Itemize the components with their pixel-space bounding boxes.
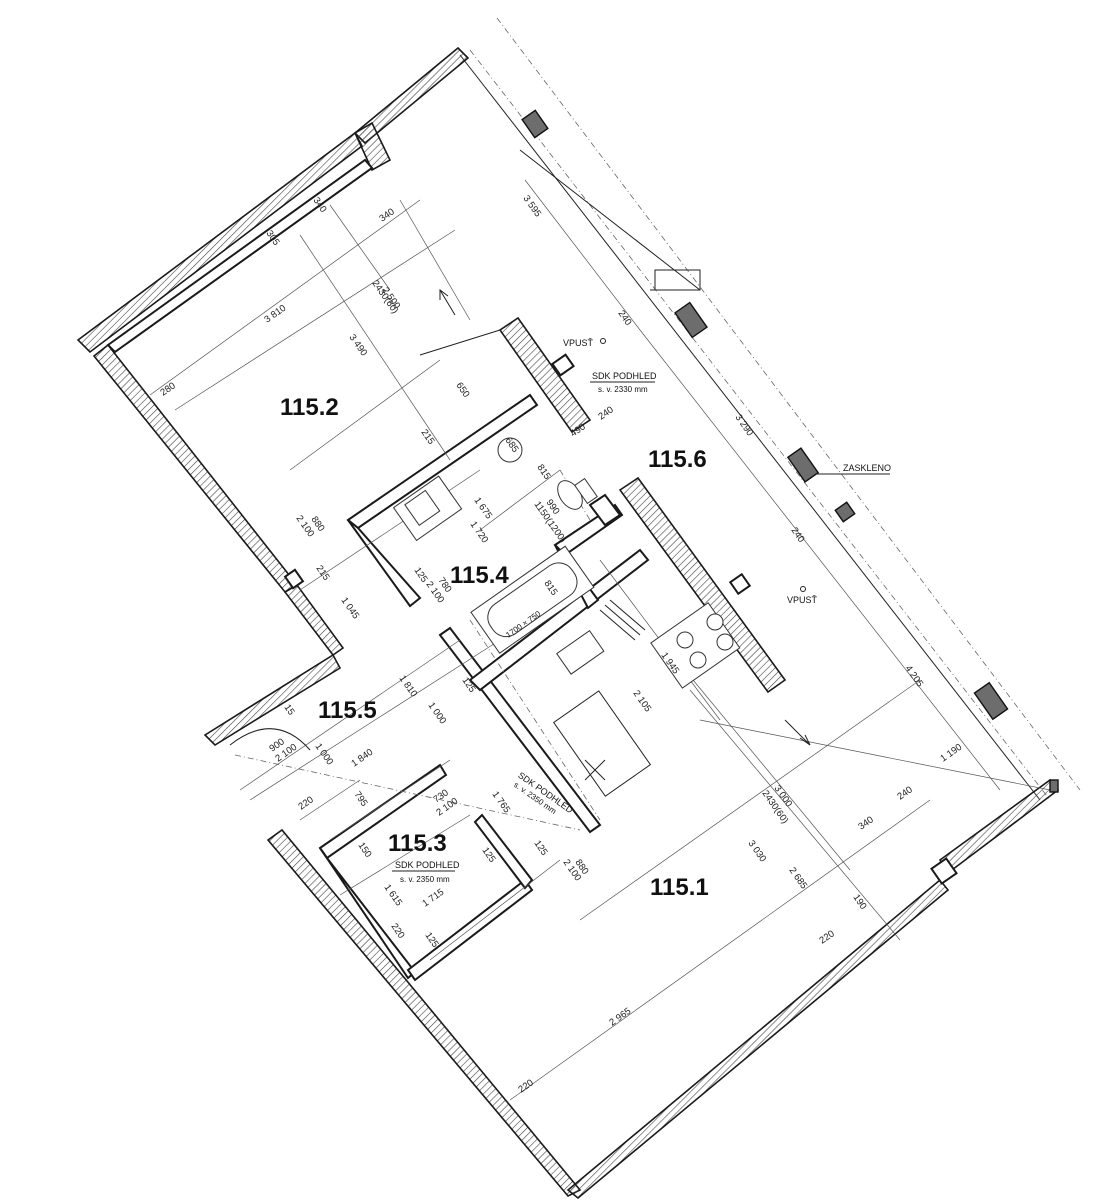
kitchen-counter-sink	[556, 630, 605, 675]
room-label-115-1: 115.1	[650, 874, 709, 901]
note-zaskleno: ZASKLENO	[843, 463, 891, 473]
exterior-walls	[76, 46, 1060, 1200]
note-sdk-1-title: SDK PODHLED	[592, 371, 657, 381]
room-label-115-5: 115.5	[318, 697, 377, 724]
dim-label: 340	[377, 206, 396, 224]
dim-label: 1 715	[420, 887, 446, 910]
dim-label: 650	[454, 380, 472, 399]
pillar	[521, 109, 549, 139]
dim-label: 340	[856, 814, 875, 832]
dim-label: 2 105	[631, 688, 654, 714]
pillar	[973, 681, 1009, 721]
dim-label: 2 685	[787, 865, 810, 891]
dim-label: 215	[314, 563, 332, 582]
plan-notes: VPUSŤ VPUSŤ ZASKLENO SDK PODHLED s. v. 2…	[392, 338, 891, 884]
fixtures	[392, 437, 741, 689]
room-details	[229, 289, 811, 831]
dim-label: 220	[296, 794, 315, 812]
pillar	[1049, 779, 1059, 793]
dim-label: 3 490	[347, 332, 370, 358]
dim-label: 1 720	[468, 519, 491, 545]
room-label-115-2: 115.2	[280, 394, 339, 421]
dim-label: 815	[535, 462, 553, 481]
dim-label: 4 205	[903, 663, 926, 689]
dim-label: 3 810	[262, 303, 288, 326]
room-labels: 115.2 115.6 115.4 115.5 115.3 115.1	[280, 394, 709, 901]
room-label-115-3: 115.3	[388, 830, 447, 857]
dim-label: 1 000	[313, 741, 336, 767]
dim-label: 215	[419, 427, 437, 446]
dim-label: 2 965	[607, 1006, 633, 1029]
dim-label: 150	[356, 840, 374, 859]
dim-label: 220	[817, 928, 836, 946]
note-sdk-3-sub: s. v. 2350 mm	[400, 875, 450, 884]
dim-label: 1 810	[397, 673, 420, 699]
dim-label: 15	[282, 702, 297, 717]
dim-label: 240	[596, 404, 615, 422]
washbasin	[497, 437, 523, 463]
dim-label: 1 615	[382, 882, 405, 908]
room-label-115-4: 115.4	[450, 562, 509, 589]
dim-label: 1 840	[349, 747, 375, 770]
dim-label: 1 190	[938, 742, 964, 765]
dim-label: 125	[532, 838, 550, 857]
note-sdk-3-title: SDK PODHLED	[395, 860, 460, 870]
dim-label: 1 000	[426, 700, 449, 726]
dim-label: 125	[412, 565, 430, 584]
dim-label: 1 045	[339, 595, 362, 621]
dim-label: 280	[158, 380, 177, 398]
pillar	[786, 447, 820, 483]
dim-label: 3 595	[521, 193, 544, 219]
terrace-pillars	[521, 109, 1059, 793]
dim-label: 240	[789, 525, 807, 544]
dim-label: 240	[616, 308, 634, 327]
dim-label: 220	[389, 921, 407, 940]
pillar	[674, 301, 708, 339]
dim-label: 190	[851, 892, 869, 911]
note-sdk-1-sub: s. v. 2330 mm	[598, 385, 648, 394]
balcony-outline	[459, 17, 1081, 801]
dim-label: 1 675	[472, 495, 495, 521]
pillar	[834, 501, 856, 523]
room-label-115-6: 115.6	[648, 446, 707, 473]
dim-label: 220	[516, 1077, 535, 1095]
dim-label: 795	[352, 789, 370, 808]
dim-label: 3 030	[746, 838, 769, 864]
dim-label: 240	[895, 784, 914, 802]
note-vpust-2: VPUSŤ	[787, 595, 818, 605]
note-vpust-1: VPUSŤ	[563, 338, 594, 348]
dim-label: 3 290	[733, 412, 756, 438]
utility-boxes	[283, 353, 958, 885]
